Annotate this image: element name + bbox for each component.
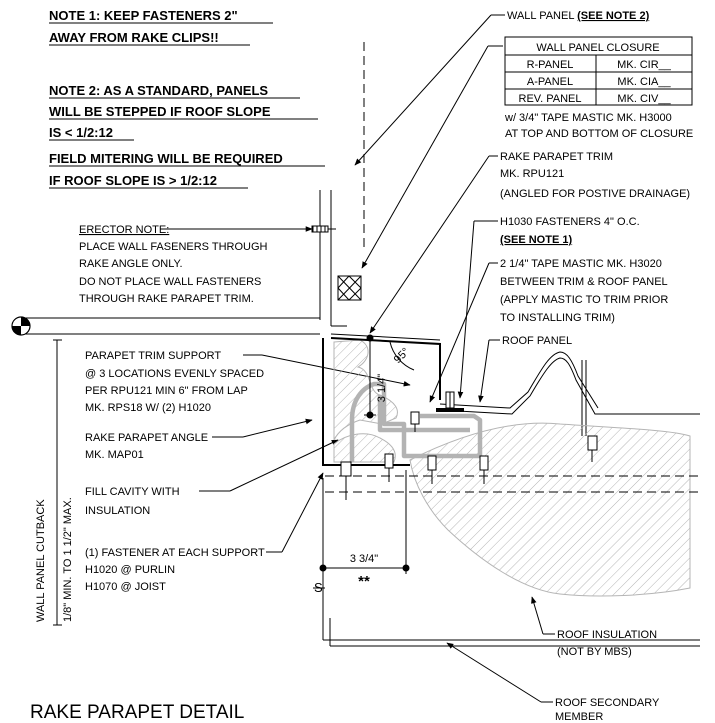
fastener-support-line: H1020 @ PURLIN [85, 564, 175, 576]
fastener-support-line: (1) FASTENER AT EACH SUPPORT [85, 547, 265, 559]
erector-note-title: ERECTOR NOTE: [79, 224, 169, 236]
closure-row-mark: MK. CIR__ [617, 59, 672, 71]
roof-panel-callout: ROOF PANEL [478, 335, 572, 403]
roof-insulation [409, 422, 691, 597]
note2-line1: NOTE 2: AS A STANDARD, PANELS [49, 83, 268, 98]
closure-row-panel: R-PANEL [527, 59, 574, 71]
erector-note-line: DO NOT PLACE WALL FASTENERS [79, 276, 261, 288]
wall-panel-callout: WALL PANEL (SEE NOTE 2) [354, 10, 650, 166]
closure-row-mark: MK. CIV__ [617, 93, 671, 105]
closure-row-panel: A-PANEL [527, 76, 573, 88]
dimension-height: 3 1/4" [364, 334, 388, 419]
purlin-fastener [427, 455, 437, 484]
wall-cutback-line: WALL PANEL CUTBACK [35, 499, 47, 622]
erector-note-line: PLACE WALL FASENERS THROUGH [79, 241, 268, 253]
roof-panel-label: ROOF PANEL [502, 335, 572, 347]
fill-cavity-callout: FILL CAVITY WITH INSULATION [85, 439, 339, 517]
erector-note: ERECTOR NOTE: PLACE WALL FASENERS THROUG… [79, 224, 313, 305]
detail-geometry [11, 42, 700, 647]
rake-trim-line: (ANGLED FOR POSTIVE DRAINAGE) [500, 188, 690, 200]
wall-panel-note-ref: (SEE NOTE 2) [577, 10, 649, 22]
trim-support-line: MK. RPS18 W/ (2) H1020 [85, 402, 211, 414]
erector-note-line: RAKE ANGLE ONLY. [79, 258, 183, 270]
tape-mastic-line: (APPLY MASTIC TO TRIM PRIOR [500, 294, 668, 306]
note2-line2: WILL BE STEPPED IF ROOF SLOPE [49, 104, 271, 119]
rake-parapet-angle [322, 338, 410, 466]
trim-support-line: PARAPET TRIM SUPPORT [85, 350, 221, 362]
closure-note-line1: w/ 3/4" TAPE MASTIC MK. H3000 [504, 112, 672, 124]
closure-table: WALL PANEL CLOSURE R-PANEL MK. CIR__ A-P… [361, 36, 693, 269]
tape-mastic-line: BETWEEN TRIM & ROOF PANEL [500, 276, 668, 288]
roof-secondary-line: MEMBER [555, 711, 603, 723]
roof-secondary-callout: ROOF SECONDARY MEMBER [446, 642, 660, 723]
fill-cavity-line: FILL CAVITY WITH [85, 486, 180, 498]
note2-line5: IF ROOF SLOPE IS > 1/2:12 [49, 173, 217, 188]
roof-panel-profile [439, 357, 700, 415]
roof-insulation-line: (NOT BY MBS) [557, 646, 632, 658]
wall-cutback-dimension: WALL PANEL CUTBACK 1/8" MIN. TO 1 1/2" M… [35, 339, 74, 626]
notes-block: NOTE 1: KEEP FASTENERS 2" AWAY FROM RAKE… [49, 8, 325, 189]
rake-trim-callout: RAKE PARAPET TRIM MK. RPU121 (ANGLED FOR… [369, 151, 690, 334]
fill-cavity-line: INSULATION [85, 505, 150, 517]
wall-cutback-line: 1/8" MIN. TO 1 1/2" MAX. [62, 497, 74, 622]
closure-note-line2: AT TOP AND BOTTOM OF CLOSURE [505, 128, 693, 140]
trim-support-line: PER RPU121 MIN 6" FROM LAP [85, 385, 248, 397]
support-fastener [410, 411, 420, 432]
purlin-fastener [340, 461, 352, 500]
note1-line2: AWAY FROM RAKE CLIPS!! [49, 30, 219, 45]
fasteners-note-ref: (SEE NOTE 1) [500, 234, 572, 246]
wall-fastener [311, 225, 336, 233]
panel-fastener [587, 435, 598, 462]
rake-angle-line: RAKE PARAPET ANGLE [85, 432, 208, 444]
roof-secondary-line: ROOF SECONDARY [555, 697, 660, 709]
elevation-marker [11, 316, 31, 336]
centerline-marker: S [313, 580, 325, 595]
fastener-support-callout: (1) FASTENER AT EACH SUPPORT H1020 @ PUR… [85, 472, 324, 593]
erector-note-line: THROUGH RAKE PARAPET TRIM. [79, 293, 254, 305]
dimension-stars: ** [358, 573, 370, 590]
purlin-fastener [384, 453, 394, 482]
closure-row-mark: MK. CIA__ [617, 76, 671, 88]
fasteners-callout: H1030 FASTENERS 4" O.C. (SEE NOTE 1) [457, 216, 640, 399]
dimension-angle-label: 95° [392, 346, 412, 366]
detail-title: RAKE PARAPET DETAIL [30, 702, 244, 723]
roof-insulation-line: ROOF INSULATION [557, 629, 657, 641]
dimension-width: 3 3/4" ** [319, 470, 410, 590]
rake-angle-line: MK. MAP01 [85, 449, 144, 461]
tape-mastic-callout: 2 1/4" TAPE MASTIC MK. H3020 BETWEEN TRI… [429, 258, 668, 403]
rake-trim-line: MK. RPU121 [500, 168, 564, 180]
trim-support-line: @ 3 LOCATIONS EVENLY SPACED [85, 368, 264, 380]
closure-table-title: WALL PANEL CLOSURE [536, 42, 659, 54]
tape-mastic-line: 2 1/4" TAPE MASTIC MK. H3020 [500, 258, 662, 270]
svg-text:WALL PANEL (SEE NOTE 2): WALL PANEL (SEE NOTE 2) [507, 10, 650, 22]
trim-fastener [436, 391, 464, 412]
rake-trim-line: RAKE PARAPET TRIM [500, 151, 613, 163]
fasteners-line: H1030 FASTENERS 4" O.C. [500, 216, 640, 228]
tape-mastic-line: TO INSTALLING TRIM) [500, 312, 615, 324]
dimension-height-label: 3 1/4" [376, 374, 388, 402]
fastener-support-line: H1070 @ JOIST [85, 581, 166, 593]
note2-line4: FIELD MITERING WILL BE REQUIRED [49, 151, 283, 166]
note2-line3: IS < 1/2:12 [49, 125, 113, 140]
dimension-width-label: 3 3/4" [350, 553, 378, 565]
trim-support-callout: PARAPET TRIM SUPPORT @ 3 LOCATIONS EVENL… [85, 350, 411, 414]
purlin-fastener [479, 455, 489, 484]
closure-row-panel: REV. PANEL [519, 93, 582, 105]
roof-insulation-callout: ROOF INSULATION (NOT BY MBS) [531, 596, 657, 658]
rake-angle-callout: RAKE PARAPET ANGLE MK. MAP01 [85, 418, 313, 461]
note1-line1: NOTE 1: KEEP FASTENERS 2" [49, 8, 238, 23]
wall-panel-label: WALL PANEL [507, 10, 577, 22]
dimension-angle: 95° [389, 341, 415, 371]
